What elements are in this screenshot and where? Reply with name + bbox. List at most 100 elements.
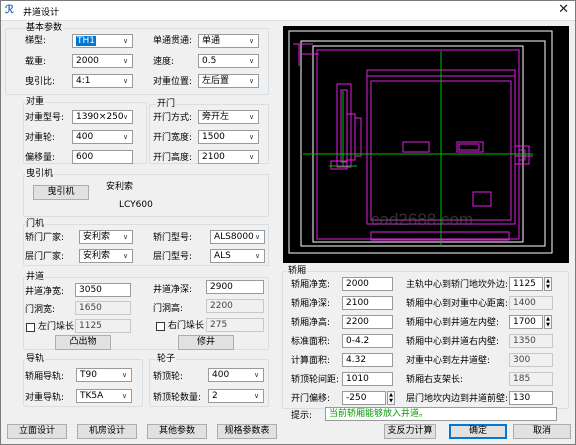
car-height-input[interactable]: 2200 [342, 315, 393, 329]
support-force-button[interactable]: 支反力计算 [384, 424, 436, 439]
car-wheel-select[interactable]: 400∨ [208, 368, 264, 382]
chevron-down-icon: ∨ [122, 133, 129, 141]
shaft-title: 井道 [25, 271, 46, 283]
fix-shaft-button[interactable]: 修井 [178, 335, 234, 350]
car-width-input[interactable]: 2000 [342, 277, 393, 291]
cw-rail-select[interactable]: TK5A∨ [76, 389, 132, 403]
speed-select[interactable]: 0.5∨ [198, 54, 259, 68]
car-depth-label: 轿厢净深: [291, 299, 331, 309]
shaft-preview-canvas[interactable]: cad2688.com [283, 26, 569, 263]
chevron-down-icon: ∨ [122, 57, 129, 65]
car-factory-label: 轿门厂家: [25, 233, 65, 243]
cw-wheel-select[interactable]: 400∨ [72, 130, 133, 144]
rail-group [23, 359, 143, 407]
door-height-select[interactable]: 2100∨ [198, 150, 259, 164]
door-width-select[interactable]: 1500∨ [198, 130, 259, 144]
cwpos-select[interactable]: 左后置∨ [198, 74, 259, 88]
door-offset-input[interactable]: -250 [342, 391, 386, 405]
sill-gap-input[interactable]: 1010 [342, 372, 393, 386]
cwpos-label: 对重位置: [153, 77, 193, 87]
r5-value: 300 [509, 353, 553, 367]
door-offset-spinner[interactable]: ▲▼ [387, 391, 395, 405]
traction-group [23, 174, 269, 217]
chevron-down-icon: ∨ [254, 233, 261, 241]
ok-button[interactable]: 确定 [449, 424, 507, 439]
r1-input[interactable]: 1125 [509, 277, 543, 291]
r3-spinner[interactable]: ▲▼ [544, 315, 552, 329]
door-title: 开门 [156, 98, 177, 110]
car-width-label: 轿厢净宽: [291, 280, 331, 290]
model-select[interactable]: TH1∨ [72, 34, 133, 48]
chevron-down-icon: ∨ [248, 153, 255, 161]
landing-model-select[interactable]: ALS∨ [210, 249, 265, 263]
elevation-design-button[interactable]: 立面设计 [7, 424, 67, 439]
shaft-group [23, 277, 269, 350]
landing-model-label: 层门型号: [153, 252, 193, 262]
shaft-width-input[interactable]: 3050 [75, 283, 131, 297]
wheel-count-label: 轿顶轮数量: [153, 393, 202, 403]
r1-spinner[interactable]: ▲▼ [544, 277, 552, 291]
close-icon[interactable]: ✕ [558, 2, 569, 17]
doormachine-title: 门机 [25, 218, 46, 230]
r7-label: 层门地坎内边到井道前壁: [406, 394, 509, 404]
right-wall-label: 右门垛长 [168, 321, 205, 331]
car-depth-input[interactable]: 2100 [342, 296, 393, 310]
doormachine-group [23, 224, 269, 266]
right-wall-input[interactable]: 275 [206, 318, 264, 332]
chevron-down-icon: ∨ [122, 252, 129, 260]
shaft-depth-input[interactable]: 2900 [206, 280, 264, 294]
traction-title: 曳引机 [25, 168, 55, 180]
cw-type-select[interactable]: 1390×250∨ [72, 110, 133, 124]
r7-input[interactable]: 130 [509, 391, 553, 405]
r3-input[interactable]: 1700 [509, 315, 543, 329]
pass-select[interactable]: 单通∨ [198, 34, 259, 48]
speed-label: 速度: [153, 57, 175, 67]
right-wall-checkbox[interactable] [156, 322, 165, 331]
counterweight-title: 对重 [25, 96, 46, 108]
sill-gap-label: 轿顶轮间距: [291, 375, 340, 385]
door-hole-height-value: 2200 [206, 299, 264, 313]
chevron-down-icon: ∨ [248, 133, 255, 141]
door-width-label: 开门宽度: [153, 133, 193, 143]
car-height-label: 轿厢净高: [291, 318, 331, 328]
load-label: 载重: [25, 57, 47, 67]
left-wall-checkbox[interactable] [26, 323, 35, 332]
std-area-input[interactable]: 0-4.2 [342, 334, 393, 348]
outlet-button[interactable]: 凸出物 [55, 335, 111, 350]
car-model-label: 轿门型号: [153, 233, 193, 243]
wheel-group [149, 359, 269, 407]
left-wall-label: 左门垛长 [38, 322, 75, 332]
car-factory-select[interactable]: 安利索∨ [79, 230, 133, 244]
title-bar: ℛ 井道设计 ✕ [1, 1, 575, 21]
r4-value: 1350 [509, 334, 553, 348]
hint-text: 当前轿厢能够放入井道。 [325, 407, 557, 421]
spec-table-button[interactable]: 规格参数表 [217, 424, 277, 439]
cw-rail-label: 对重导轨: [25, 393, 65, 403]
wheel-count-select[interactable]: 2∨ [208, 389, 264, 403]
door-mode-select[interactable]: 旁开左∨ [198, 110, 259, 124]
machine-room-design-button[interactable]: 机房设计 [77, 424, 137, 439]
car-model-select[interactable]: ALS8000∨ [210, 230, 265, 244]
shaft-drawing [288, 30, 553, 254]
chevron-down-icon: ∨ [122, 113, 129, 121]
landing-factory-select[interactable]: 安利索∨ [79, 249, 133, 263]
calc-area-input[interactable]: 4.32 [342, 353, 393, 367]
offset-input[interactable]: 600 [72, 150, 133, 164]
left-wall-input[interactable]: 1125 [75, 319, 131, 333]
ratio-select[interactable]: 4:1∨ [72, 74, 133, 88]
load-select[interactable]: 2000∨ [72, 54, 133, 68]
window-title: 井道设计 [23, 8, 60, 18]
basic-params-title: 基本参数 [25, 22, 64, 34]
door-height-label: 开门高度: [153, 153, 193, 163]
other-params-button[interactable]: 其他参数 [147, 424, 207, 439]
watermark-text: cad2688.com [371, 210, 474, 229]
cancel-button[interactable]: 取消 [513, 424, 571, 439]
model-label: 梯型: [25, 36, 47, 46]
traction-button[interactable]: 曳引机 [33, 185, 89, 200]
car-rail-select[interactable]: T90∨ [76, 368, 132, 382]
door-hole-width-label: 门洞宽: [25, 305, 56, 315]
chevron-down-icon: ∨ [248, 57, 255, 65]
car-title: 轿厢 [287, 265, 308, 277]
chevron-down-icon: ∨ [248, 37, 255, 45]
